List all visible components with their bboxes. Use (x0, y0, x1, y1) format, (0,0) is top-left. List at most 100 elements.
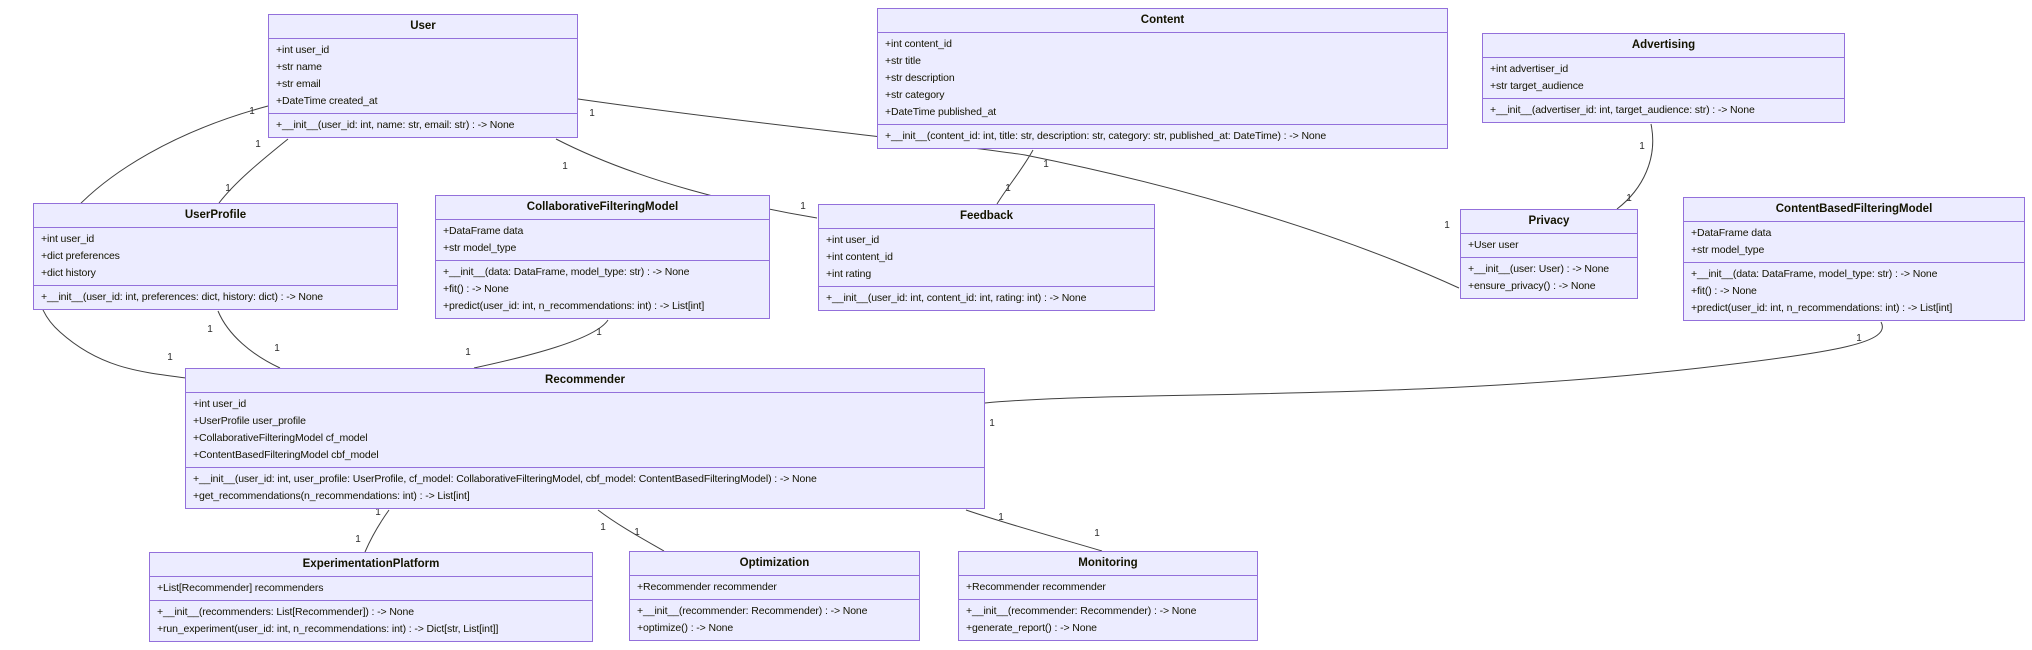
class-attributes-privacy: +User user (1461, 234, 1637, 257)
method-row: +__init__(user_id: int, user_profile: Us… (193, 473, 817, 485)
class-attributes-user: +int user_id+str name+str email+DateTime… (269, 39, 577, 113)
multiplicity-to-ContentBasedFilteringModel-Recommender: 1 (989, 418, 995, 429)
class-methods-recommender: +__init__(user_id: int, user_profile: Us… (186, 467, 984, 508)
edge-CollaborativeFilteringModel-Recommender (473, 319, 609, 369)
multiplicity-from-CollaborativeFilteringModel-Recommender: 1 (596, 327, 602, 338)
class-methods-userprofile: +__init__(user_id: int, preferences: dic… (34, 285, 397, 309)
method-row: +__init__(advertiser_id: int, target_aud… (1490, 104, 1755, 116)
class-methods-monitoring: +__init__(recommender: Recommender) : ->… (959, 599, 1257, 640)
class-attributes-content: +int content_id +str title +str descriptio… (878, 33, 1447, 124)
edge-Recommender-Monitoring (965, 509, 1103, 552)
class-title-advertising: Advertising (1483, 34, 1844, 58)
class-methods-advertising: +__init__(advertiser_id: int, target_aud… (1483, 98, 1844, 122)
class-title-optimization: Optimization (630, 552, 919, 576)
class-experimentation: ExperimentationPlatform+List[Recommender… (149, 552, 593, 642)
class-title-recommender: Recommender (186, 369, 984, 393)
attribute-row: +DateTime published_at (885, 106, 997, 118)
attribute-row: +str name (276, 61, 322, 73)
attribute-row: +str model_type (1691, 244, 1765, 256)
attribute-row: +int rating (826, 268, 872, 280)
method-row: +generate_report() : -> None (966, 622, 1097, 634)
method-row: +get_recommendations(n_recommendations: … (193, 490, 470, 502)
attribute-row: +int user_id (193, 398, 247, 410)
class-methods-cfm: +__init__(data: DataFrame, model_type: s… (436, 260, 769, 318)
multiplicity-from-Recommender-Monitoring: 1 (998, 512, 1004, 523)
edge-User-Feedback (555, 138, 818, 219)
attribute-row: +DataFrame data (1691, 227, 1772, 239)
multiplicity-to-CollaborativeFilteringModel-Recommender: 1 (465, 347, 471, 358)
attribute-row: +int content_id (885, 38, 952, 50)
edge-ContentBasedFilteringModel-Recommender (984, 321, 1883, 404)
class-content: Content +int content_id +str title +str des… (877, 8, 1448, 149)
class-title-cbfm: ContentBasedFilteringModel (1684, 198, 2024, 222)
class-optimization: Optimization +Recommender recommender +__i… (629, 551, 920, 641)
multiplicity-from-Recommender-Optimization: 1 (600, 522, 606, 533)
method-row: +run_experiment(user_id: int, n_recommen… (157, 623, 499, 635)
class-title-experimentation: ExperimentationPlatform (150, 553, 592, 577)
edge-Advertising-Privacy (1616, 123, 1654, 210)
method-row: +__init__(user_id: int, content_id: int,… (826, 292, 1087, 304)
attribute-row: +dict history (41, 267, 96, 279)
method-row: +__init__(user_id: int, preferences: dic… (41, 291, 324, 303)
multiplicity-to-Recommender-Monitoring: 1 (1094, 528, 1100, 539)
multiplicity-from-UserProfile-Recommender: 1 (207, 324, 213, 335)
class-attributes-cbfm: +DataFrame data +str model_type (1684, 222, 2024, 262)
multiplicity-from-Recommender-ExperimentationPlatform: 1 (375, 507, 381, 518)
class-methods-experimentation: +__init__(recommenders: List[Recommender… (150, 600, 592, 641)
method-row: +fit() : -> None (443, 283, 509, 295)
class-title-user: User (269, 15, 577, 39)
attribute-row: +UserProfile user_profile (193, 415, 306, 427)
attribute-row: +int user_id (41, 233, 95, 245)
class-attributes-experimentation: +List[Recommender] recommenders (150, 577, 592, 600)
attribute-row: +int user_id (826, 234, 880, 246)
multiplicity-to-Advertising-Privacy: 1 (1626, 193, 1632, 204)
class-user: User+int user_id+str name+str email+Date… (268, 14, 578, 138)
multiplicity-from-User-Privacy: 1 (589, 108, 595, 119)
method-row: +__init__(data: DataFrame, model_type: s… (443, 266, 690, 278)
class-title-cfm: CollaborativeFilteringModel (436, 196, 769, 220)
edge-Recommender-ExperimentationPlatform (364, 509, 390, 553)
attribute-row: +Recommender recommender (637, 581, 777, 593)
attribute-row: +DateTime created_at (276, 95, 378, 107)
attribute-row: +int advertiser_id (1490, 63, 1569, 75)
method-row: +__init__(data: DataFrame, model_type: s… (1691, 268, 1938, 280)
multiplicity-from-User-UserProfile: 1 (255, 139, 261, 150)
attribute-row: +CollaborativeFilteringModel cf_model (193, 432, 368, 444)
method-row: +__init__(content_id: int, title: str, d… (885, 130, 1327, 142)
class-methods-optimization: +__init__(recommender: Recommender) : ->… (630, 599, 919, 640)
multiplicity-to-User-Feedback: 1 (800, 201, 806, 212)
attribute-row: +Recommender recommender (966, 581, 1106, 593)
class-title-content: Content (878, 9, 1447, 33)
class-cbfm: ContentBasedFilteringModel+DataFrame dat… (1683, 197, 2025, 321)
attribute-row: +str model_type (443, 242, 517, 254)
class-advertising: Advertising +int advertiser_id +str target… (1482, 33, 1845, 123)
attribute-row: +str target_audience (1490, 80, 1584, 92)
attribute-row: +str title (885, 55, 921, 67)
class-attributes-monitoring: +Recommender recommender (959, 576, 1257, 599)
class-methods-content: +__init__(content_id: int, title: str, d… (878, 124, 1447, 148)
multiplicity-to-User-UserProfile: 1 (225, 183, 231, 194)
class-methods-privacy: +__init__(user: User) : -> None+ensure_p… (1461, 257, 1637, 298)
class-attributes-advertising: +int advertiser_id +str target_audience (1483, 58, 1844, 98)
multiplicity-from-User-Recommender: 1 (249, 106, 255, 117)
edge-User-UserProfile (218, 138, 289, 204)
edge-User-Privacy (577, 98, 1460, 289)
class-title-userprofile: UserProfile (34, 204, 397, 228)
class-userprofile: UserProfile +int user_id +dict preferences… (33, 203, 398, 310)
method-row: +__init__(recommender: Recommender) : ->… (966, 605, 1197, 617)
multiplicity-from-ContentBasedFilteringModel-Recommender: 1 (1856, 333, 1862, 344)
multiplicity-from-Advertising-Privacy: 1 (1639, 141, 1645, 152)
attribute-row: +str description (885, 72, 955, 84)
class-monitoring: Monitoring+Recommender recommender+__ini… (958, 551, 1258, 641)
method-row: +predict(user_id: int, n_recommendations… (1691, 302, 1953, 314)
class-methods-user: +__init__(user_id: int, name: str, email… (269, 113, 577, 137)
attribute-row: +ContentBasedFilteringModel cbf_model (193, 449, 379, 461)
method-row: +optimize() : -> None (637, 622, 734, 634)
attribute-row: +DataFrame data (443, 225, 524, 237)
class-title-privacy: Privacy (1461, 210, 1637, 234)
class-recommender: Recommender +int user_id +UserProfile user… (185, 368, 985, 509)
attribute-row: +dict preferences (41, 250, 120, 262)
class-feedback: Feedback+int user_id+int content_id+int … (818, 204, 1155, 311)
multiplicity-to-User-Recommender: 1 (167, 352, 173, 363)
